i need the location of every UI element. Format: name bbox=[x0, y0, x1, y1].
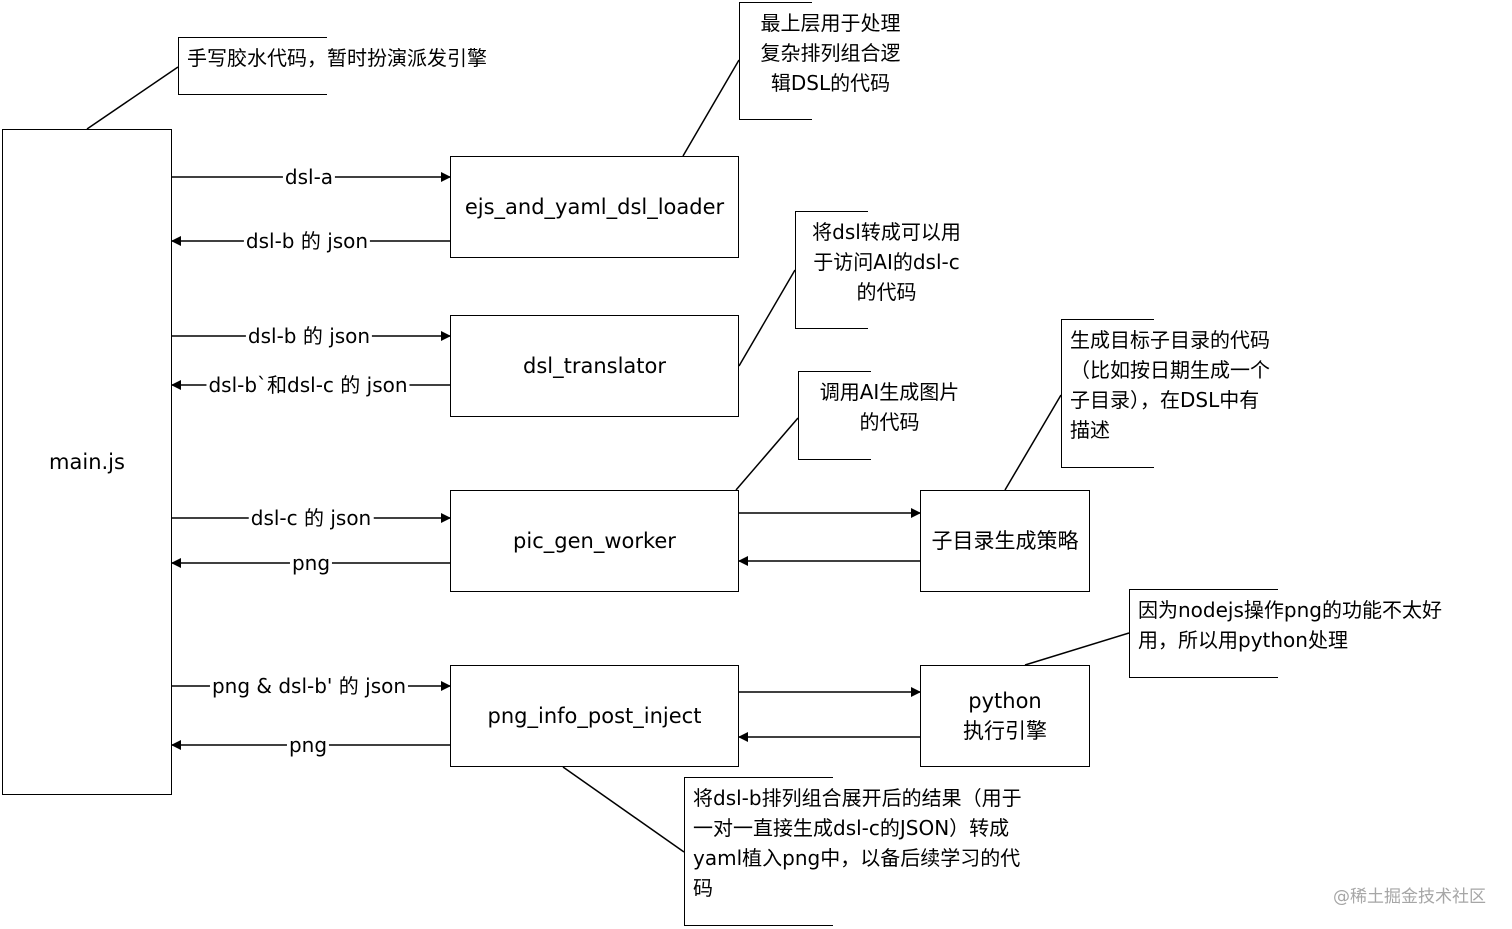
note-picgen: 调用AI生成图片 的代码 bbox=[798, 371, 980, 460]
node-loader: ejs_and_yaml_dsl_loader bbox=[450, 156, 739, 258]
node-postinject: png_info_post_inject bbox=[450, 665, 739, 767]
node-translator: dsl_translator bbox=[450, 315, 739, 417]
edge-label-main-to-translator: dsl-b 的 json bbox=[245, 324, 373, 348]
edge-label-main-to-loader: dsl-a bbox=[282, 165, 336, 189]
leader-loader-note bbox=[682, 59, 740, 157]
node-postinject-label: png_info_post_inject bbox=[487, 703, 702, 728]
note-translator: 将dsl转成可以用 于访问AI的dsl-c 的代码 bbox=[795, 211, 977, 329]
note-translator-line2: 于访问AI的dsl-c bbox=[813, 250, 960, 274]
node-subdir-label: 子目录生成策略 bbox=[931, 528, 1079, 553]
note-postinject-line2: 一对一直接生成dsl-c的JSON）转成 bbox=[693, 816, 1010, 840]
note-translator-line1: 将dsl转成可以用 bbox=[812, 220, 961, 244]
node-loader-label: ejs_and_yaml_dsl_loader bbox=[464, 194, 725, 219]
node-translator-label: dsl_translator bbox=[522, 353, 666, 378]
note-picgen-line1: 调用AI生成图片 bbox=[819, 380, 960, 404]
note-loader: 最上层用于处理 复杂排列组合逻 辑DSL的代码 bbox=[739, 2, 921, 120]
note-postinject: 将dsl-b排列组合展开后的结果（用于 一对一直接生成dsl-c的JSON）转成… bbox=[684, 777, 1056, 926]
note-main-line1: 手写胶水代码，暂时扮演派发引擎 bbox=[187, 46, 487, 70]
edge-label-translator-to-main: dsl-b`和dsl-c 的 json bbox=[206, 373, 410, 397]
note-postinject-line3: yaml植入png中，以备后续学习的代 bbox=[693, 846, 1021, 870]
node-main-js-label: main.js bbox=[49, 449, 125, 474]
note-python: 因为nodejs操作png的功能不太好 用，所以用python处理 bbox=[1129, 589, 1474, 678]
note-python-line1: 因为nodejs操作png的功能不太好 bbox=[1138, 598, 1442, 622]
note-loader-line2: 复杂排列组合逻 bbox=[760, 41, 901, 65]
leader-picgen-note bbox=[735, 417, 799, 491]
leader-python-note bbox=[1024, 632, 1130, 666]
edge-label-main-to-picgen: dsl-c 的 json bbox=[248, 506, 374, 530]
note-postinject-line1: 将dsl-b排列组合展开后的结果（用于 bbox=[693, 786, 1022, 810]
leader-main-note bbox=[86, 66, 179, 130]
leader-translator-note bbox=[738, 269, 796, 367]
note-subdir-line4: 描述 bbox=[1070, 418, 1110, 442]
note-subdir-line2: （比如按日期生成一个 bbox=[1070, 358, 1270, 382]
node-python-label-line2: 执行引擎 bbox=[963, 719, 1047, 743]
edge-label-main-to-postinject: png & dsl-b' 的 json bbox=[209, 674, 409, 698]
note-loader-line3: 辑DSL的代码 bbox=[770, 71, 891, 95]
node-picgen: pic_gen_worker bbox=[450, 490, 739, 592]
node-main-js: main.js bbox=[2, 129, 172, 795]
note-subdir-line3: 子目录），在DSL中有 bbox=[1070, 388, 1260, 412]
node-picgen-label: pic_gen_worker bbox=[513, 528, 676, 553]
note-translator-line3: 的代码 bbox=[856, 280, 917, 304]
note-subdir: 生成目标子目录的代码 （比如按日期生成一个 子目录），在DSL中有 描述 bbox=[1061, 319, 1301, 468]
leader-subdir-note bbox=[1004, 394, 1062, 491]
edge-label-picgen-to-main: png bbox=[289, 551, 333, 575]
edge-label-postinject-to-main: png bbox=[286, 733, 330, 757]
watermark-text: @稀土掘金技术社区 bbox=[1333, 887, 1486, 907]
note-subdir-line1: 生成目标子目录的代码 bbox=[1070, 328, 1270, 352]
node-subdir: 子目录生成策略 bbox=[920, 490, 1090, 592]
note-python-line2: 用，所以用python处理 bbox=[1138, 628, 1348, 652]
note-postinject-line4: 码 bbox=[693, 876, 713, 900]
leader-postinject-note bbox=[562, 766, 685, 853]
edge-label-loader-to-main: dsl-b 的 json bbox=[243, 229, 371, 253]
node-python-label-line1: python bbox=[968, 688, 1042, 713]
node-python: python 执行引擎 bbox=[920, 665, 1090, 767]
note-loader-line1: 最上层用于处理 bbox=[760, 11, 901, 35]
note-main: 手写胶水代码，暂时扮演派发引擎 bbox=[178, 37, 518, 95]
note-picgen-line2: 的代码 bbox=[859, 410, 920, 434]
